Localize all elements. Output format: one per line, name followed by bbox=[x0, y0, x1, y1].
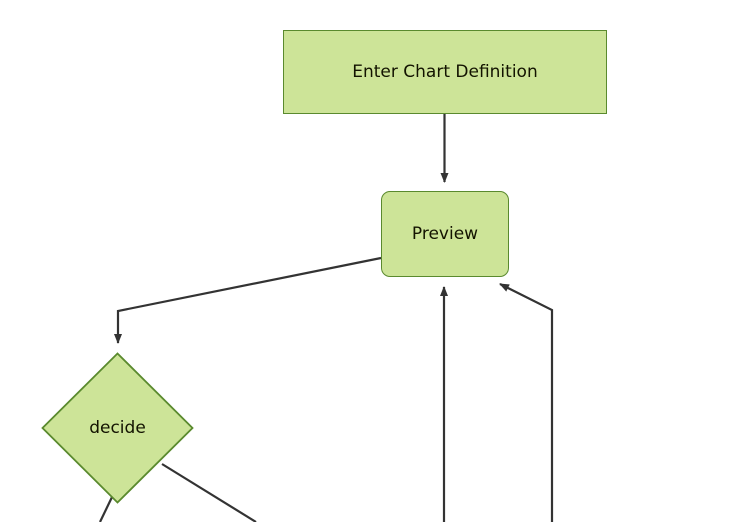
edge-preview-to-decide bbox=[114, 256, 382, 344]
node-decide-label: decide bbox=[89, 417, 146, 438]
edge-decide-to-offscreen-right bbox=[161, 463, 257, 522]
decide-diamond-shape bbox=[41, 352, 194, 504]
edge-decide-to-offscreen-left bbox=[99, 494, 114, 522]
node-decide[interactable]: decide bbox=[41, 352, 194, 504]
node-enter-chart-definition[interactable]: Enter Chart Definition bbox=[283, 30, 607, 114]
edge-return-right-to-preview bbox=[499, 283, 554, 522]
node-preview-label: Preview bbox=[411, 223, 479, 244]
node-preview[interactable]: Preview bbox=[381, 191, 509, 277]
node-enter-chart-definition-label: Enter Chart Definition bbox=[352, 61, 538, 82]
